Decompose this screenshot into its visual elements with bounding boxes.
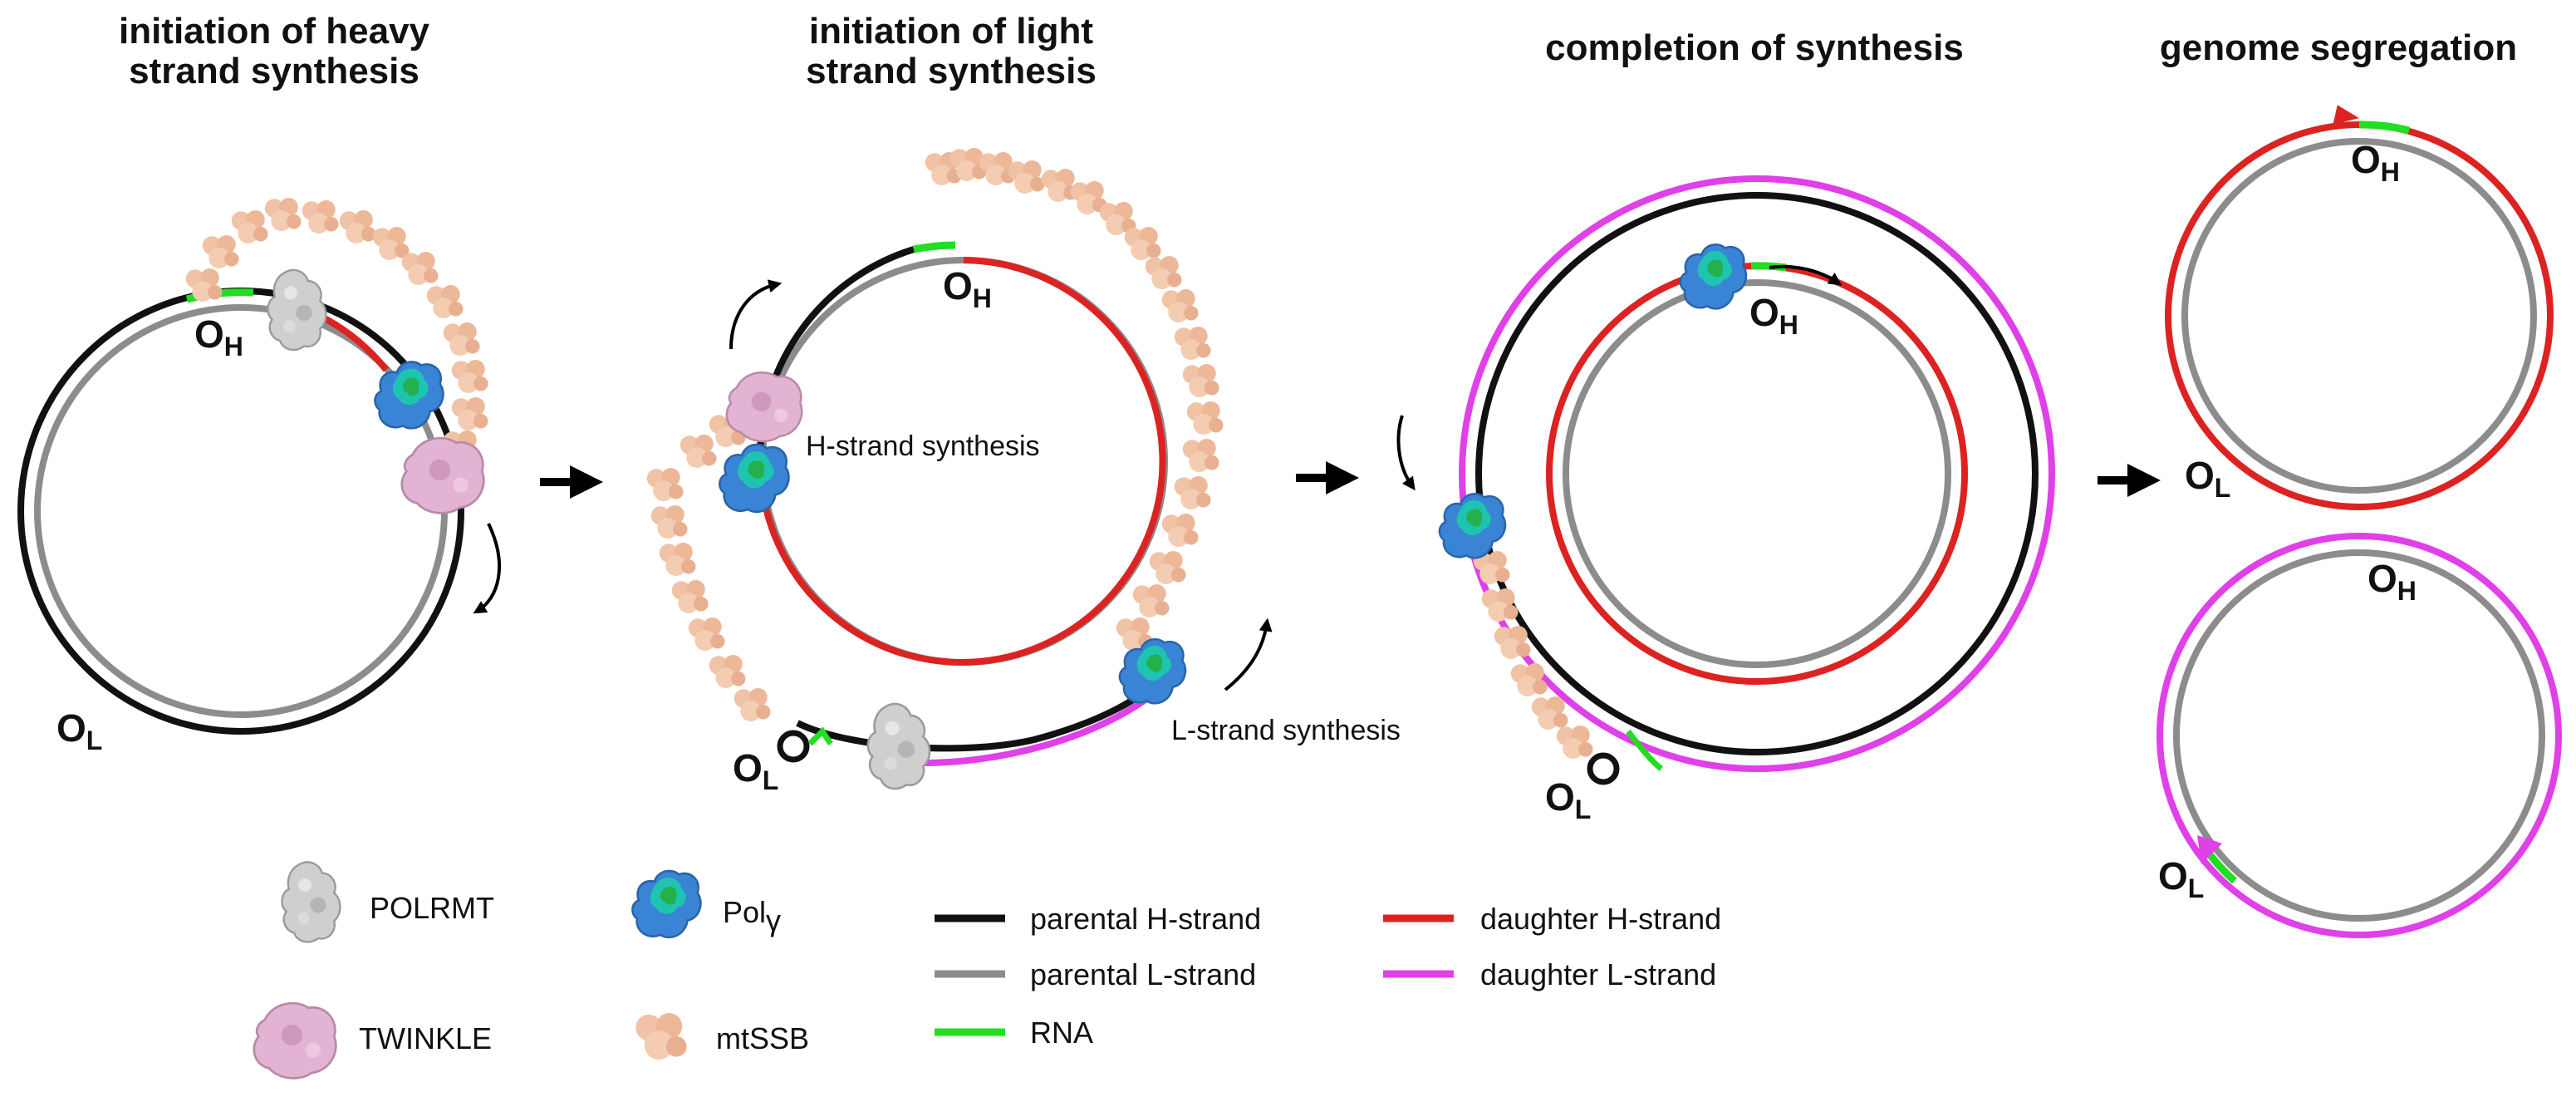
legend-polgamma-label: Polγ [723, 895, 781, 937]
legend-parental-l-label: parental L-strand [1030, 957, 1256, 991]
panel1-direction-arrow [473, 523, 501, 614]
panel2-polrmt [866, 702, 931, 790]
panel2-polgamma-h [719, 443, 790, 514]
legend-twinkle-icon [253, 1001, 337, 1080]
panel2-twinkle-arrow [729, 279, 783, 350]
legend-rna-label: RNA [1030, 1016, 1093, 1050]
panel4-top-daughter-h [2165, 121, 2554, 510]
panel2-ol-hairpin [777, 730, 810, 763]
panel3-mtssb-chain [1473, 551, 1593, 759]
panel2-rna-primer [913, 241, 956, 253]
panel2-daughter-l-strand [913, 686, 1161, 767]
legend-polrmt-icon [281, 861, 341, 943]
panel3-parental-h-strand [1475, 192, 2039, 755]
panel1-oh-label: OH [194, 312, 243, 362]
panel2-title-line1: initiation of light [809, 11, 1093, 52]
panel2-ol-rna [807, 726, 833, 746]
panel4-top-arrowhead [2333, 105, 2359, 125]
l-strand-synthesis-label: L-strand synthesis [1171, 715, 1401, 746]
panel4-top-genome [2165, 121, 2554, 510]
panel1-polrmt [267, 268, 327, 352]
h-strand-synthesis-label: H-strand synthesis [806, 430, 1040, 462]
panel2-daughter-h-strand [759, 257, 1166, 666]
panel2-l-strand-arrow [1224, 617, 1273, 691]
panel1-ol-label: OL [56, 706, 102, 755]
legend-twinkle-label: TWINKLE [359, 1021, 492, 1055]
panel1-title-line2: strand synthesis [129, 51, 420, 91]
legend-polrmt-label: POLRMT [370, 891, 494, 925]
panel3-title: completion of synthesis [1545, 27, 1964, 68]
panel3-ol-rna [1626, 729, 1664, 771]
panel3-parental-l-strand [1563, 279, 1951, 668]
panel3-h-direction-arrow [1769, 264, 1842, 286]
panel3-oh-label: OH [1749, 291, 1798, 340]
strand-legend: parental H-strand parental L-strand RNA … [935, 902, 1721, 1050]
panel1-twinkle [400, 436, 485, 514]
panel1-title-line1: initiation of heavy [119, 11, 430, 52]
legend-polgamma-icon [631, 869, 702, 939]
panel3-l-direction-arrow [1396, 415, 1416, 491]
panel4-bottom-arrowhead [2197, 835, 2222, 864]
legend-mtssb-label: mtSSB [716, 1021, 809, 1055]
panel3-polgamma-h [1679, 243, 1748, 310]
panel4-bottom-genome [2156, 533, 2562, 938]
panel4-bottom-daughter-l [2156, 533, 2562, 938]
panel2-oh-label: OH [943, 264, 992, 313]
panel3-circles [1459, 175, 2055, 772]
panel4-top-parental-l [2181, 138, 2537, 494]
panel2-displaced-h-strand [796, 671, 1166, 752]
panel3-polgamma-l [1438, 492, 1507, 559]
legend-parental-h-label: parental H-strand [1030, 902, 1261, 936]
panel2-ol-label: OL [733, 746, 778, 795]
panel2-title-line2: strand synthesis [806, 51, 1097, 91]
panel4-top-oh-label: OH [2351, 138, 2400, 187]
legend-mtssb-icon [635, 1013, 687, 1060]
panel4-top-ol-label: OL [2185, 454, 2230, 503]
panel3-ol-hairpin [1587, 752, 1620, 785]
panel3-ol-label: OL [1545, 775, 1591, 824]
legend-daughter-h-label: daughter H-strand [1480, 902, 1721, 936]
panel2-twinkle [725, 371, 803, 443]
panel4-bottom-parental-h [2173, 549, 2545, 922]
legend-daughter-l-label: daughter L-strand [1480, 957, 1716, 991]
panel4-title: genome segregation [2160, 27, 2517, 68]
panel4-top-rna [2358, 121, 2411, 135]
panel3-daughter-l-strand [1459, 175, 2055, 772]
panel4-bottom-ol-label: OL [2158, 854, 2204, 903]
panel2-circle [757, 241, 1168, 767]
protein-legend: POLRMT TWINKLE Polγ mtSSB [253, 861, 809, 1080]
panel4-bottom-oh-label: OH [2367, 557, 2417, 606]
